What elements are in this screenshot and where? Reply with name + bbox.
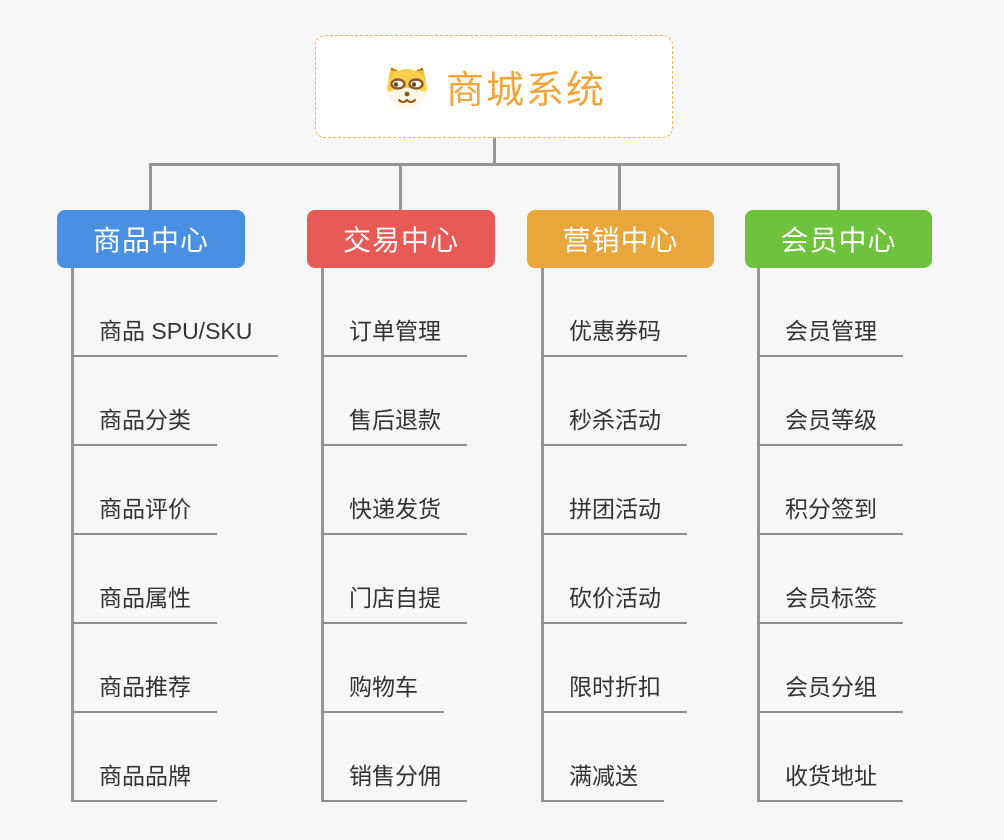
leaf-node[interactable]: 优惠券码: [542, 317, 687, 357]
root-title: 商城系统: [445, 70, 606, 112]
leaf-node[interactable]: 商品评价: [72, 495, 217, 535]
leaf-node[interactable]: 商品属性: [72, 584, 217, 624]
leaf-node[interactable]: 拼团活动: [542, 495, 687, 535]
leaf-node[interactable]: 秒杀活动: [542, 406, 687, 446]
connector-spine-column-2: [541, 268, 544, 802]
leaf-node[interactable]: 商品 SPU/SKU: [72, 317, 279, 357]
branch-node-product-center[interactable]: 商品中心: [57, 210, 245, 268]
branch-node-marketing-center[interactable]: 营销中心: [527, 210, 714, 268]
leaf-node[interactable]: 会员分组: [758, 673, 903, 713]
connector-drop-branch-2: [618, 163, 621, 210]
leaf-node[interactable]: 砍价活动: [542, 584, 687, 624]
leaf-node[interactable]: 积分签到: [758, 495, 903, 535]
leaf-node[interactable]: 售后退款: [322, 406, 467, 446]
leaf-node[interactable]: 限时折扣: [542, 673, 687, 713]
connector-root-stem: [493, 138, 496, 164]
leaf-node[interactable]: 商品推荐: [72, 673, 217, 713]
leaf-node[interactable]: 门店自提: [322, 584, 467, 624]
connector-spine-column-3: [757, 268, 760, 802]
leaf-node[interactable]: 购物车: [322, 673, 444, 713]
connector-spine-column-1: [321, 268, 324, 802]
connector-rail: [149, 163, 840, 166]
shiba-dog-icon: [382, 64, 432, 110]
root-node[interactable]: 商城系统: [315, 35, 673, 138]
leaf-node[interactable]: 收货地址: [758, 762, 903, 802]
leaf-node[interactable]: 会员等级: [758, 406, 903, 446]
branch-node-member-center[interactable]: 会员中心: [745, 210, 932, 268]
branch-node-trade-center[interactable]: 交易中心: [307, 210, 495, 268]
connector-drop-branch-1: [399, 163, 402, 210]
leaf-node[interactable]: 订单管理: [322, 317, 467, 357]
connector-drop-branch-0: [149, 163, 152, 210]
leaf-node[interactable]: 快递发货: [322, 495, 467, 535]
leaf-node[interactable]: 商品品牌: [72, 762, 217, 802]
leaf-node[interactable]: 销售分佣: [322, 762, 467, 802]
leaf-node[interactable]: 商品分类: [72, 406, 217, 446]
leaf-node[interactable]: 会员管理: [758, 317, 903, 357]
connector-drop-branch-3: [837, 163, 840, 210]
leaf-node[interactable]: 满减送: [542, 762, 664, 802]
connector-spine-column-0: [71, 268, 74, 802]
leaf-node[interactable]: 会员标签: [758, 584, 903, 624]
